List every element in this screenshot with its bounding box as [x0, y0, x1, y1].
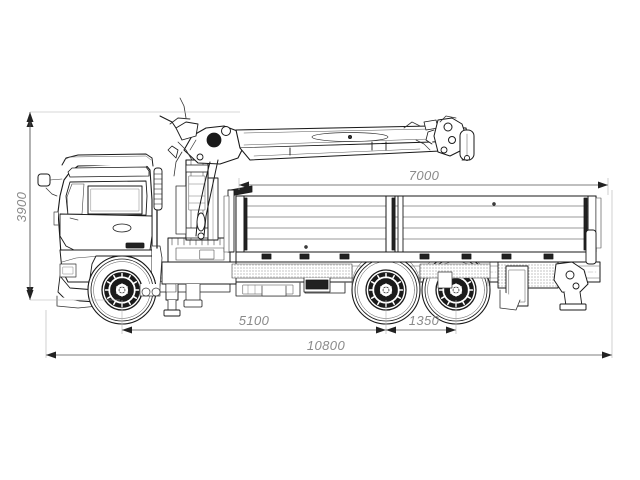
crane-boom	[235, 115, 475, 161]
dimension-label-wheelbase-rear: 1350	[409, 313, 440, 328]
front-wheel	[87, 255, 157, 325]
crane-knuckle-joint	[159, 97, 245, 240]
dimension-label-bed-length: 7000	[409, 168, 440, 183]
dimension-wheelbase-5100: 5100	[121, 300, 387, 334]
boom-tip-assembly	[425, 115, 475, 161]
dimension-annotations: 3900 7000 5100 1350	[14, 111, 613, 359]
crane-base	[161, 237, 237, 317]
dimension-overall-length-10800: 10800	[45, 190, 613, 359]
dimension-height-3900: 3900	[14, 111, 240, 301]
chassis-details	[139, 263, 491, 297]
rear-outrigger	[497, 229, 597, 311]
dimension-label-overall-length: 10800	[307, 338, 346, 353]
dimension-wheelbase-1350: 1350	[386, 300, 457, 334]
truck-assembly	[37, 97, 602, 325]
dimension-label-height: 3900	[14, 191, 29, 222]
dimension-bed-length-7000: 7000	[238, 168, 609, 195]
cargo-bed	[223, 185, 602, 263]
dimension-label-wheelbase-front: 5100	[239, 313, 270, 328]
